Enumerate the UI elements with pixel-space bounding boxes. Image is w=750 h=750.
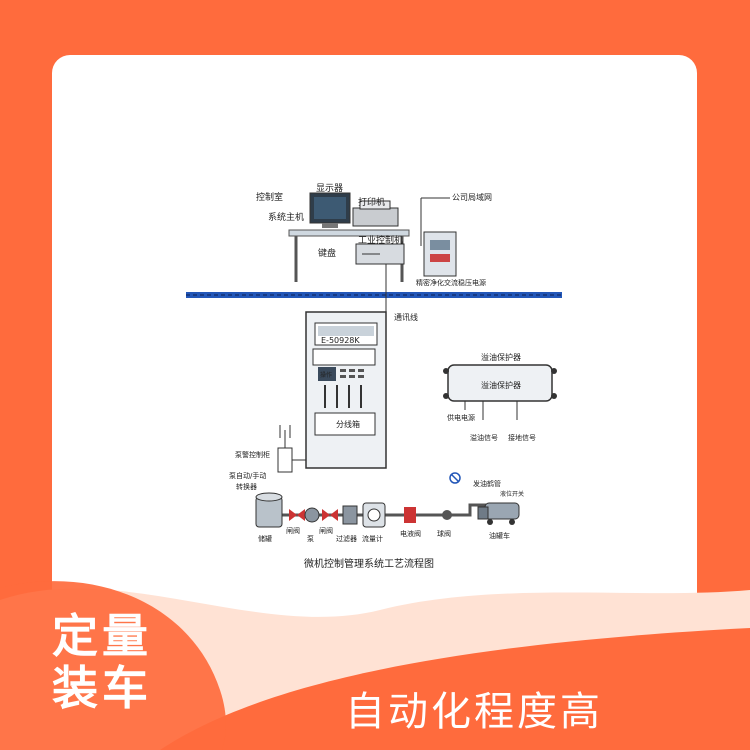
label-control-room: 控制室	[256, 191, 283, 203]
label-pump: 泵	[307, 535, 314, 543]
label-lan: 公司局域网	[452, 192, 492, 202]
gate-valve-icon	[289, 509, 305, 521]
room-boundary	[186, 292, 562, 298]
no-fire-icon	[449, 472, 461, 484]
flowmeter-icon	[362, 502, 386, 528]
filter-icon	[342, 505, 358, 525]
label-pump-cabinet: 泵警控制柜	[235, 450, 270, 459]
pump-icon	[304, 507, 320, 523]
tank-icon	[255, 492, 283, 528]
diagram-caption: 微机控制管理系统工艺流程图	[304, 557, 434, 570]
label-gate-valve-2: 闸阀	[319, 526, 333, 535]
label-comm-line: 通讯线	[394, 312, 418, 322]
overflow-protector	[443, 364, 557, 420]
product-title: 定量 装车	[52, 610, 192, 714]
label-switcher: 转换器	[236, 482, 257, 491]
label-gate-valve-1: 闸阀	[286, 526, 300, 535]
solenoid-valve-icon	[404, 507, 416, 523]
label-tank: 储罐	[258, 534, 272, 543]
product-title-line1: 定量	[52, 609, 152, 663]
slogan: 自动化程度高	[345, 689, 603, 735]
label-ball-valve: 球阀	[437, 529, 451, 538]
gate-valve-2-icon	[322, 509, 338, 521]
label-overflow-signal: 溢油信号	[470, 433, 498, 442]
product-title-line2: 装车	[52, 661, 152, 715]
label-filter: 过滤器	[336, 534, 357, 543]
pump-control-panel	[277, 425, 306, 473]
monitor-icon	[309, 192, 351, 228]
controller-cabinet	[305, 311, 387, 469]
label-monitor: 显示器	[316, 183, 343, 194]
label-solenoid-valve: 电液阀	[400, 529, 421, 538]
printer-icon	[352, 200, 399, 227]
label-host: 系统主机	[268, 211, 304, 223]
label-keyboard: 键盘	[318, 247, 336, 259]
label-ipc: 工业控制机	[358, 234, 403, 246]
psu-cabinet-icon	[423, 231, 457, 277]
label-power-supply: 供电电源	[447, 413, 475, 422]
label-overflow-protector-1: 溢油保护器	[481, 352, 521, 362]
label-printer: 打印机	[358, 196, 385, 208]
label-overflow-protector-2: 溢油保护器	[481, 380, 521, 390]
label-flowmeter: 流量计	[362, 534, 383, 543]
label-psu: 精密净化交流稳压电源	[416, 278, 486, 287]
label-op-panel: 操作	[320, 371, 332, 379]
label-controller-model: E-50928K	[321, 336, 360, 345]
label-auto-manual: 泵自动/手动	[229, 471, 266, 480]
ipc-icon	[355, 243, 405, 265]
tanker-truck-icon	[477, 502, 520, 525]
ball-valve-icon	[442, 510, 452, 520]
label-junction-box: 分线箱	[336, 419, 360, 429]
label-loading-arm: 发油鹤管	[473, 479, 501, 488]
label-ground-signal: 接地信号	[508, 433, 536, 442]
label-tanker: 油罐车	[489, 531, 510, 540]
label-level-switch: 液位开关	[500, 490, 524, 498]
